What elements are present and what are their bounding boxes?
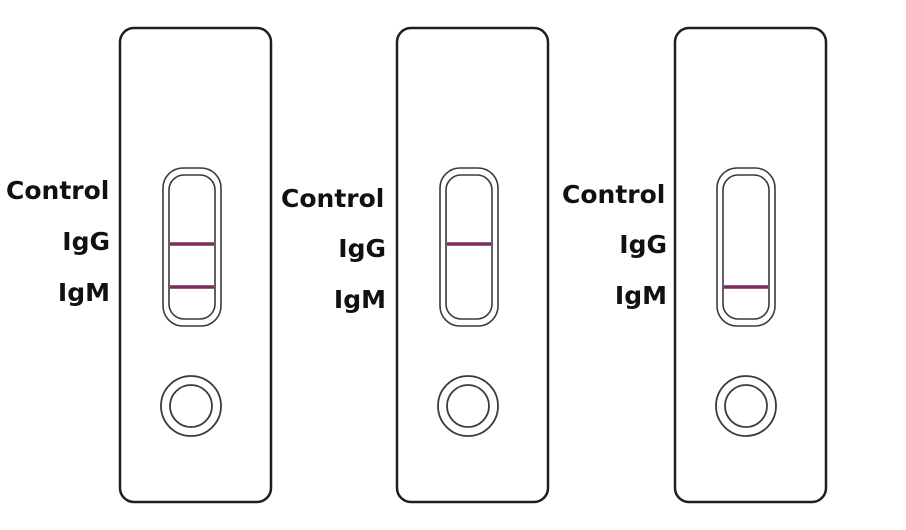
cassette-1 xyxy=(118,26,273,504)
cassette-3-igm-label: IgM xyxy=(614,281,667,310)
cassette-2 xyxy=(395,26,550,504)
cassette-2-control-label: Control xyxy=(281,184,385,213)
cassette-3-igg-label: IgG xyxy=(619,230,667,259)
cassette-2-igm-label: IgM xyxy=(333,285,386,314)
cassette-1-control-label: Control xyxy=(6,176,110,205)
cassette-2-igg-label: IgG xyxy=(338,234,386,263)
cassette-1-igm-label: IgM xyxy=(57,278,110,307)
cassette-3 xyxy=(673,26,828,504)
cassette-1-igg-label: IgG xyxy=(62,227,110,256)
cassette-3-control-label: Control xyxy=(562,180,666,209)
